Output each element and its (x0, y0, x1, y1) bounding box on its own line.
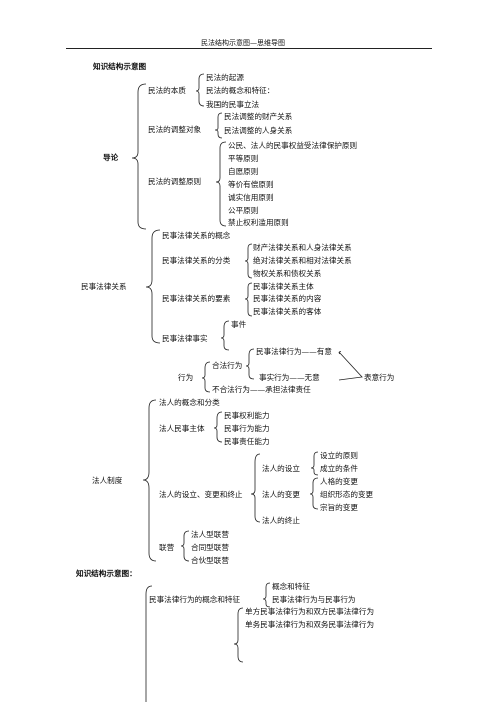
section-title-2: 知识结构示意图： (76, 569, 137, 578)
xw-sub-item: 单务民事法律行为和双务民事法律行为 (245, 620, 375, 629)
brace-fenlei (244, 243, 253, 279)
brace-biangeng (309, 477, 319, 510)
xw-sub-item: 单方民事法律行为和双方民事法律行为 (245, 607, 375, 616)
hefa-label: 合法行为 (212, 361, 243, 370)
brace-xw-sub (233, 607, 244, 663)
gx-yaosu: 民事法律关系的要素 (162, 294, 231, 303)
brace-section2 (145, 585, 153, 702)
brace-benzhi (195, 73, 205, 107)
brace-zhuti (213, 411, 223, 443)
brace-yuanze (215, 141, 227, 227)
xw-item: 民事法律行为与民事行为 (272, 595, 356, 604)
section-title: 知识结构示意图 (93, 62, 147, 71)
page-header: 民法结构示意图—思维导图 (201, 39, 285, 47)
zhuti-item: 民事责任能力 (224, 437, 270, 446)
yuanze-item: 平等原则 (228, 154, 259, 163)
benzhi-item: 民法的起源 (206, 73, 244, 82)
gx-fenlei: 民事法律关系的分类 (162, 256, 231, 265)
benzhi-label: 民法的本质 (148, 86, 186, 95)
yuanze-item: 公民、法人的民事权益受法律保护原则 (228, 141, 358, 150)
faren-label: 法人制度 (92, 476, 123, 485)
brace-duixiang (214, 112, 223, 139)
yaosu-item: 民事法律关系的客体 (253, 307, 322, 316)
fr-gainian: 法人的概念和分类 (159, 398, 220, 407)
biangeng-item: 宗旨的变更 (320, 503, 358, 512)
lianying-item: 法人型联营 (191, 530, 229, 539)
gx-gainian: 民事法律关系的概念 (162, 231, 231, 240)
biaoyi-label: 表意行为 (364, 373, 395, 382)
yuanze-item: 禁止权利滥用原则 (228, 218, 289, 227)
benzhi-item: 我国的民事立法 (206, 100, 260, 109)
sheli-item: 设立的原则 (320, 451, 358, 460)
fr-sheli: 法人的设立、变更和终止 (159, 490, 243, 499)
fr-zhuti: 法人民事主体 (159, 424, 205, 433)
brace-hefa (245, 348, 255, 380)
brace-guanxi (145, 229, 161, 344)
fenlei-item: 财产法律关系和人身法律关系 (253, 243, 352, 252)
shijian-label: 事件 (231, 320, 247, 329)
brace-xw (262, 582, 271, 608)
yuanze-label: 民法的调整原则 (148, 177, 202, 186)
yuanze-item: 诚实信用原则 (228, 193, 274, 202)
buhefa-label: 不合法行为——承担法律责任 (212, 385, 311, 394)
brace-daolun (131, 83, 147, 230)
xingwei-label: 行为 (178, 373, 194, 382)
fenlei-item: 物权关系和债权关系 (253, 269, 322, 278)
benzhi-item: 民法的概念和特征： (206, 86, 275, 95)
fenlei-item: 绝对法律关系和相对法律关系 (253, 256, 352, 265)
minshi-xingwei: 民事法律行为——有意 (256, 347, 332, 356)
shishi-xingwei: 事实行为——无意 (259, 373, 320, 382)
fr-biangeng: 法人的变更 (262, 490, 300, 499)
brace-lianying (180, 530, 190, 562)
brace-shishi (220, 320, 230, 351)
brace-xingwei (201, 361, 211, 393)
guanxi-label: 民事法律关系 (81, 282, 127, 291)
zhuti-item: 民事权利能力 (224, 411, 270, 420)
gx-shishi: 民事法律事实 (162, 334, 208, 343)
fr-shelize: 法人的设立 (262, 464, 300, 473)
daolun-label: 导论 (103, 153, 119, 162)
duixiang-item: 民法调整的人身关系 (224, 126, 293, 135)
arrow-head (338, 351, 342, 355)
yuanze-item: 公平原则 (228, 206, 259, 215)
biangeng-item: 组织形态的变更 (320, 490, 374, 499)
lianying-item: 合同型联营 (191, 543, 229, 552)
brace-shelize (310, 451, 319, 476)
lianying-item: 合伙型联营 (191, 556, 229, 565)
zhuti-item: 民事行为能力 (224, 424, 270, 433)
yaosu-item: 民事法律关系的内容 (253, 294, 322, 303)
biangeng-item: 人格的变更 (320, 477, 358, 486)
yuanze-item: 等价有偿原则 (228, 180, 274, 189)
xw-gainian: 民事法律行为的概念和特征 (149, 595, 241, 604)
header-rule (66, 48, 432, 49)
yaosu-item: 民事法律关系主体 (253, 282, 314, 291)
fr-zhongzhi: 法人的终止 (262, 516, 300, 525)
brace-sheli (250, 453, 261, 523)
biaoyi-arrow (338, 351, 363, 381)
duixiang-label: 民法的调整对象 (148, 125, 202, 134)
lianying-label: 联营 (159, 543, 175, 552)
duixiang-item: 民法调整的财产关系 (224, 112, 293, 121)
xw-item: 概念和特征 (272, 582, 310, 591)
yuanze-item: 自愿原则 (228, 167, 259, 176)
sheli-item: 成立的条件 (320, 464, 358, 473)
brace-yaosu (244, 282, 253, 317)
brace-faren (142, 399, 157, 562)
